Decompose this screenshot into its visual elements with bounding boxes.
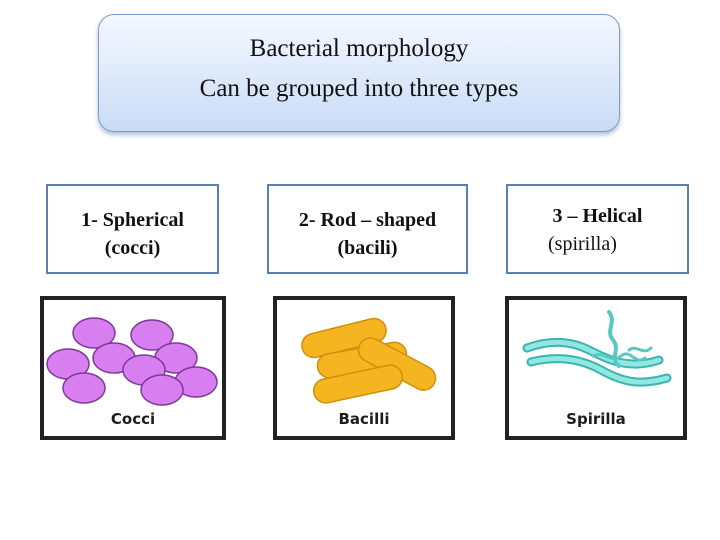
image-caption: Spirilla bbox=[566, 410, 626, 428]
type-sublabel: (spirilla) bbox=[548, 233, 617, 255]
type-sublabel: (cocci) bbox=[104, 237, 161, 259]
type-box-helical: 3 – Helical (spirilla) bbox=[506, 184, 689, 274]
cocci-icon bbox=[46, 317, 218, 406]
spirilla-image: Spirilla bbox=[505, 296, 687, 440]
image-caption: Bacilli bbox=[338, 410, 390, 428]
type-label: 3 – Helical bbox=[552, 205, 643, 227]
title-line-2: Can be grouped into three types bbox=[199, 75, 519, 102]
type-label: 1- Spherical bbox=[81, 209, 184, 231]
bacilli-icon bbox=[301, 317, 437, 404]
spirilla-icon bbox=[522, 310, 672, 387]
image-caption: Cocci bbox=[110, 410, 156, 428]
type-box-rod: 2- Rod – shaped (bacili) bbox=[267, 184, 468, 274]
type-sublabel: (bacili) bbox=[337, 237, 398, 259]
type-label: 2- Rod – shaped bbox=[298, 209, 437, 231]
title-line-1: Bacterial morphology bbox=[249, 35, 469, 62]
cocci-image: Cocci bbox=[40, 296, 226, 440]
title-banner: Bacterial morphology Can be grouped into… bbox=[98, 14, 620, 132]
type-box-spherical: 1- Spherical (cocci) bbox=[46, 184, 219, 274]
bacilli-image: Bacilli bbox=[273, 296, 455, 440]
